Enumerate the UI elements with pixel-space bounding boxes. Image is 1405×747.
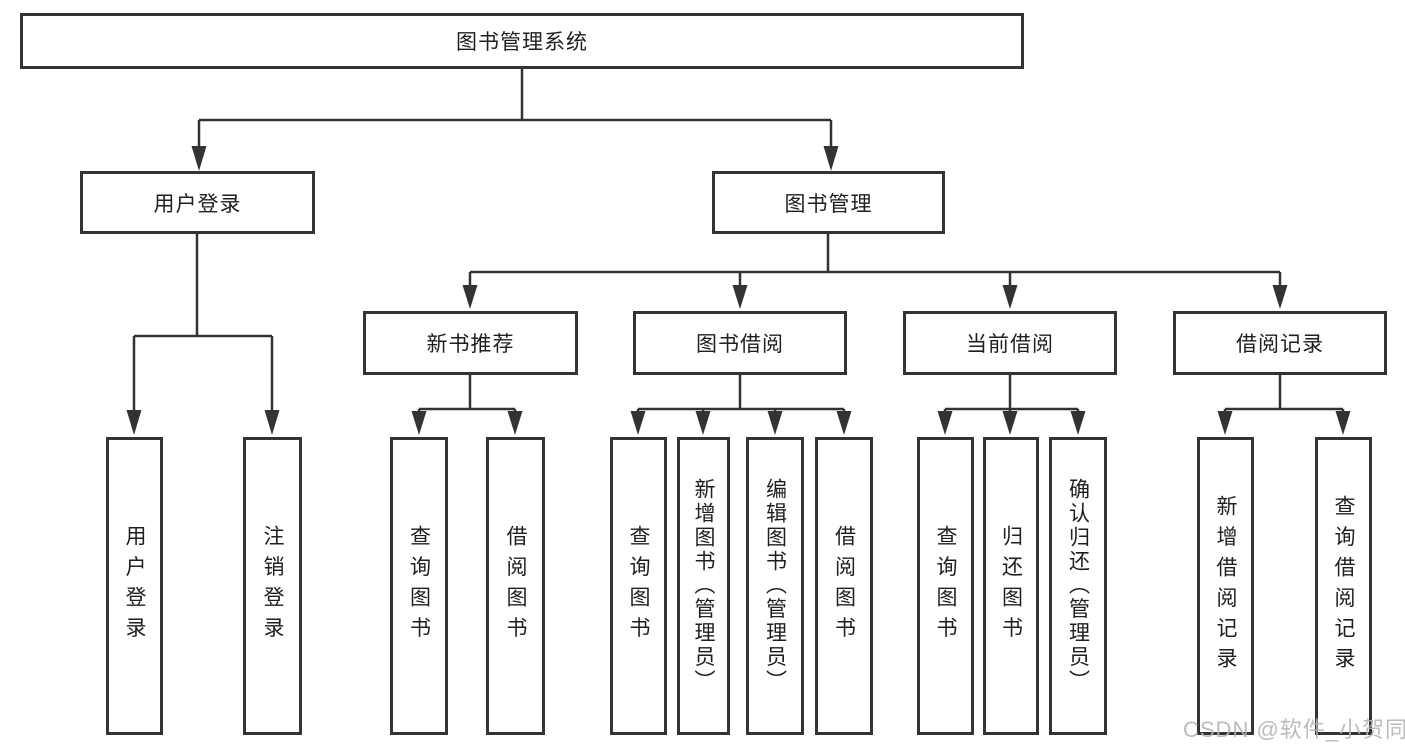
node-label: 图书借阅 — [696, 333, 784, 356]
node-label: 注销登录 — [261, 525, 284, 647]
leaf-return-books: 归还图书 — [983, 437, 1039, 735]
node-label: 图书管理 — [784, 192, 873, 216]
leaf-add-borrow-record: 新增借阅记录 — [1197, 437, 1254, 735]
csdn-watermark: CSDN @软件_小贺同学 — [1183, 717, 1405, 742]
leaf-query-books-current: 查询图书 — [917, 437, 974, 735]
node-label: 查询图书 — [407, 525, 431, 647]
leaf-borrow-books: 借阅图书 — [815, 437, 873, 735]
leaf-user-login: 用户登录 — [106, 437, 163, 735]
node-book-borrow: 图书借阅 — [633, 311, 847, 375]
leaf-query-books-recommend: 查询图书 — [390, 437, 448, 735]
leaf-query-books-borrow: 查询图书 — [610, 437, 667, 735]
node-user-login-branch: 用户登录 — [80, 171, 315, 234]
node-label: 新增图书（管理员） — [692, 478, 715, 694]
node-label: 确认归还（管理员） — [1066, 478, 1090, 694]
node-label: 用户登录 — [153, 192, 242, 216]
node-book-management-branch: 图书管理 — [712, 171, 945, 234]
node-current-borrow: 当前借阅 — [903, 311, 1117, 375]
node-borrow-records: 借阅记录 — [1173, 311, 1387, 375]
node-label: 用户登录 — [123, 525, 146, 647]
node-label: 编辑图书（管理员） — [763, 478, 787, 694]
node-label: 图书管理系统 — [456, 31, 588, 54]
node-label: 查询图书 — [627, 525, 650, 647]
node-root-system: 图书管理系统 — [20, 13, 1024, 69]
node-label: 当前借阅 — [966, 333, 1054, 356]
node-label: 归还图书 — [999, 525, 1023, 647]
node-label: 查询图书 — [934, 525, 957, 647]
node-label: 新增借阅记录 — [1214, 494, 1237, 678]
node-label: 借阅记录 — [1236, 333, 1324, 356]
node-label: 查询借阅记录 — [1332, 494, 1355, 678]
node-label: 新书推荐 — [426, 333, 515, 356]
leaf-add-books-admin: 新增图书（管理员） — [677, 437, 730, 735]
node-new-book-recommend: 新书推荐 — [363, 311, 578, 375]
leaf-borrow-books-recommend: 借阅图书 — [486, 437, 545, 735]
leaf-logout: 注销登录 — [243, 437, 302, 735]
leaf-query-borrow-record: 查询借阅记录 — [1315, 437, 1372, 735]
node-label: 借阅图书 — [504, 525, 527, 647]
node-label: 借阅图书 — [832, 525, 856, 647]
leaf-confirm-return-admin: 确认归还（管理员） — [1049, 437, 1107, 735]
leaf-edit-books-admin: 编辑图书（管理员） — [746, 437, 804, 735]
